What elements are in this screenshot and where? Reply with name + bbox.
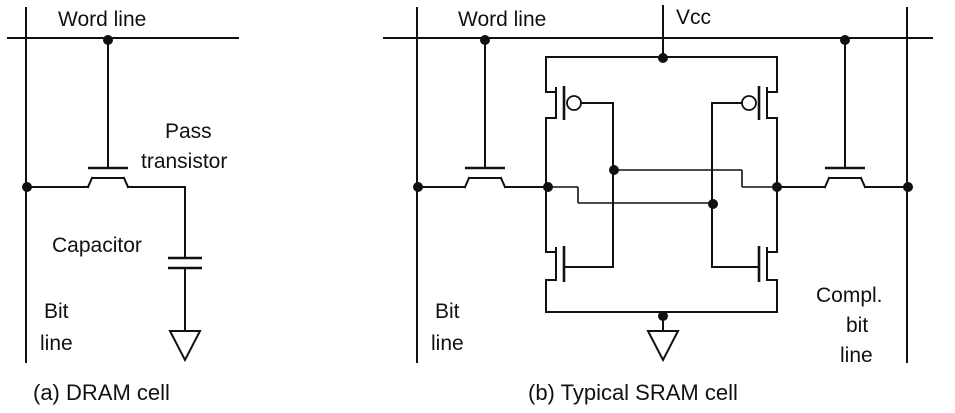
sram-left-access-transistor (417, 176, 549, 189)
sram-right-inverter (711, 56, 778, 313)
sram-compl-label-1: Compl. (816, 284, 883, 307)
sram-bit-label-1: Bit (435, 300, 460, 323)
sram-right-pmos-bubble (741, 95, 757, 111)
sram-left-pmos-bubble (566, 95, 582, 111)
sram-left-gate-node (609, 165, 619, 175)
dram-ground-icon (168, 330, 202, 363)
sram-left-inverter (545, 56, 614, 313)
sram-cell: Word line Vcc Bit line Compl. bit line (… (383, 5, 933, 405)
sram-caption: (b) Typical SRAM cell (528, 380, 738, 405)
dram-pass-label-1: Pass (165, 120, 212, 143)
sram-cross-coupling (548, 169, 777, 204)
sram-compl-label-2: bit (846, 314, 868, 337)
dram-pass-transistor (26, 176, 186, 189)
sram-bit-label-2: line (431, 332, 464, 355)
dram-capacitor (168, 256, 202, 270)
dram-cell: Word line Pass transistor Capacitor Bit … (7, 7, 239, 405)
dram-bit-label-1: Bit (44, 300, 69, 323)
dram-pass-label-2: transistor (141, 150, 227, 173)
sram-compl-label-3: line (840, 344, 873, 367)
sram-ground-icon (646, 330, 680, 363)
dram-bit-label-2: line (40, 332, 73, 355)
dram-capacitor-label: Capacitor (52, 234, 142, 257)
sram-vcc-label: Vcc (676, 6, 711, 29)
sram-right-gate-node (708, 199, 718, 209)
dram-caption: (a) DRAM cell (33, 380, 170, 405)
dram-word-line-label: Word line (58, 8, 146, 31)
sram-right-access-transistor (776, 176, 908, 189)
sram-word-line-label: Word line (458, 8, 546, 31)
